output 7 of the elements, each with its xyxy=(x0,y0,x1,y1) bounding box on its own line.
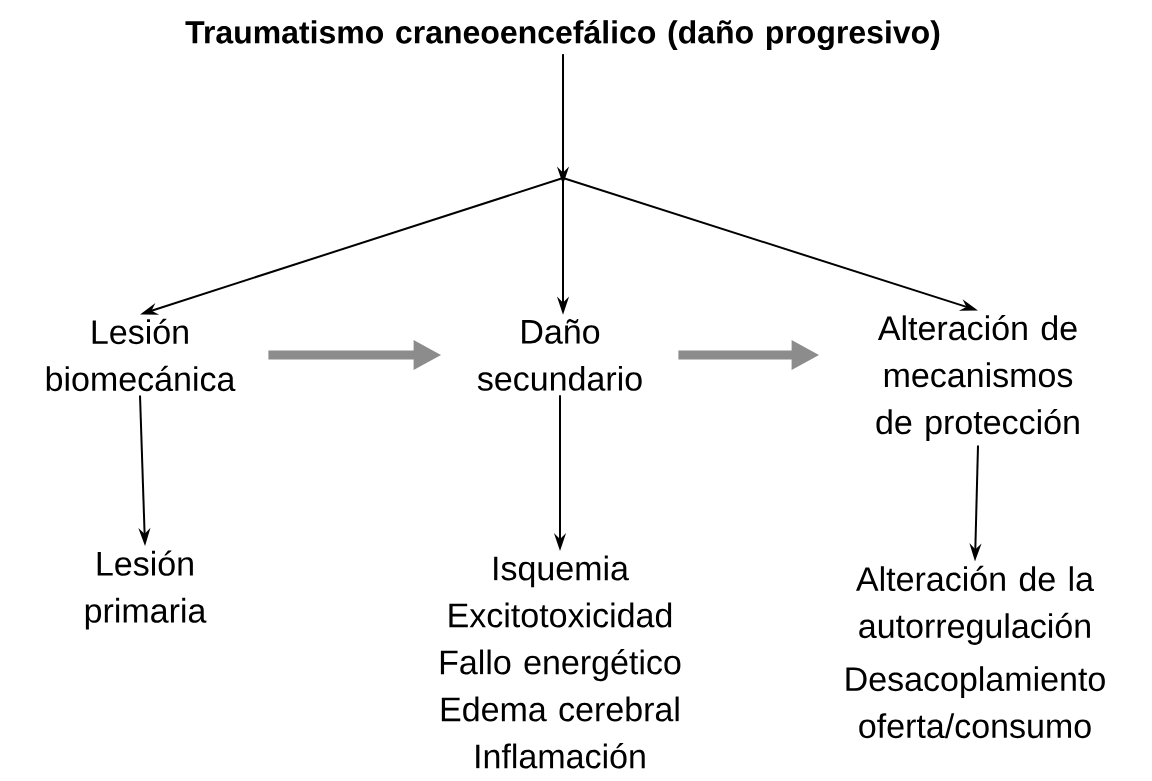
step-text: Lesión biomecánica xyxy=(46,318,236,392)
outcome-list: Isquemia Excitotoxicidad Fallo energético Edema cerebral Inflamación xyxy=(440,555,681,769)
step-text: Daño secundario xyxy=(477,319,642,391)
heading: Traumatismo craneoencefálico (daño progresivo) xyxy=(185,19,940,51)
outcome-list: Alteración de la autorregulación Desacoplamiento oferta/consumo xyxy=(846,565,1105,739)
outcome-text: Lesión primaria xyxy=(85,550,207,630)
step-text: Alteración de mecanismos de protección xyxy=(876,314,1079,442)
